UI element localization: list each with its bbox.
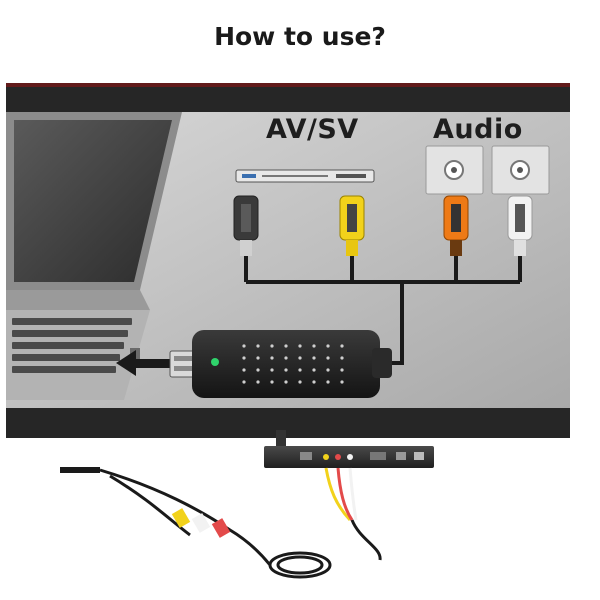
arrow-left-icon <box>116 350 172 376</box>
audio-label: Audio <box>433 114 523 145</box>
rca-plug-yellow <box>339 195 365 256</box>
rca-cable-icon <box>60 467 382 579</box>
speaker-jack-icon <box>425 145 550 195</box>
set-top-box-icon <box>264 430 434 468</box>
laptop-icon <box>6 112 182 400</box>
signal-cable <box>244 256 522 365</box>
rca-plug-white <box>507 195 533 256</box>
av-sv-label: AV/SV <box>266 114 359 145</box>
rca-plug-orange <box>443 195 469 256</box>
page-title: How to use? <box>214 22 386 51</box>
dvd-player-icon <box>235 169 375 183</box>
usb-capture-dongle-icon <box>169 330 392 398</box>
rca-plug-black <box>233 195 259 256</box>
